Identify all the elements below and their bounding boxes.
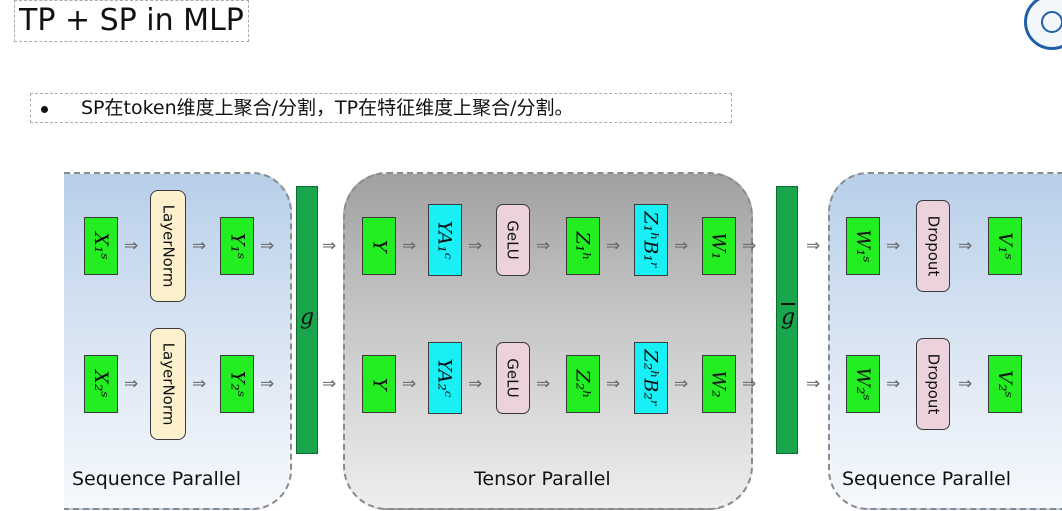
row2-ln-output-box: Y₂ˢ xyxy=(220,355,254,413)
arrow-icon: ⇒ xyxy=(606,236,621,256)
arrow-icon: ⇒ xyxy=(742,374,757,394)
arrow-icon: ⇒ xyxy=(674,374,689,394)
row1-ln-output-box: Y₁ˢ xyxy=(220,217,254,275)
tensor-parallel-region xyxy=(343,172,753,510)
row1-w-sp-box: W₁ˢ xyxy=(846,217,880,275)
row1-gelu-box: GeLU xyxy=(496,204,530,276)
arrow-icon: ⇒ xyxy=(124,374,139,394)
arrow-icon: ⇒ xyxy=(468,374,483,394)
arrow-icon: ⇒ xyxy=(958,236,973,256)
gbar-label: g xyxy=(781,305,796,330)
row1-output-box: V₁ˢ xyxy=(988,217,1022,275)
row2-linear2-box: Z₂ʰB₂ʳ xyxy=(634,342,668,414)
row2-output-box: V₂ˢ xyxy=(988,355,1022,413)
arrow-icon: ⇒ xyxy=(606,374,621,394)
arrow-icon: ⇒ xyxy=(322,236,337,256)
arrow-icon: ⇒ xyxy=(192,374,207,394)
row2-input-box: X₂ˢ xyxy=(84,355,118,413)
row1-layernorm-box: LayerNorm xyxy=(150,190,186,302)
row1-z-box: Z₁ʰ xyxy=(566,217,600,275)
g-communication-bar xyxy=(296,186,318,454)
arrow-icon: ⇒ xyxy=(124,236,139,256)
row2-w-box: W₂ xyxy=(702,355,736,413)
middle-region-label: Tensor Parallel xyxy=(474,468,611,490)
bullet-text: SP在token维度上聚合/分割，TP在特征维度上聚合/分割。 xyxy=(81,97,574,119)
arrow-icon: ⇒ xyxy=(260,374,275,394)
row2-y-box: Y xyxy=(362,355,396,413)
row1-w-box: W₁ xyxy=(702,217,736,275)
arrow-icon: ⇒ xyxy=(322,374,337,394)
row1-linear1-box: YA₁ᶜ xyxy=(428,204,462,276)
arrow-icon: ⇒ xyxy=(536,374,551,394)
row1-y-box: Y xyxy=(362,217,396,275)
arrow-icon: ⇒ xyxy=(742,236,757,256)
g-label: g xyxy=(300,305,315,330)
row1-input-box: X₁ˢ xyxy=(84,217,118,275)
gbar-communication-bar xyxy=(776,186,798,454)
right-region-label: Sequence Parallel xyxy=(842,468,1011,490)
row2-z-box: Z₂ʰ xyxy=(566,355,600,413)
row2-gelu-box: GeLU xyxy=(496,342,530,414)
arrow-icon: ⇒ xyxy=(402,236,417,256)
arrow-icon: ⇒ xyxy=(260,236,275,256)
bullet-item: SP在token维度上聚合/分割，TP在特征维度上聚合/分割。 xyxy=(30,93,732,123)
arrow-icon: ⇒ xyxy=(402,374,417,394)
row2-w-sp-box: W₂ˢ xyxy=(846,355,880,413)
arrow-icon: ⇒ xyxy=(806,236,821,256)
row2-dropout-box: Dropout xyxy=(916,338,950,430)
arrow-icon: ⇒ xyxy=(958,374,973,394)
arrow-icon: ⇒ xyxy=(468,236,483,256)
arrow-icon: ⇒ xyxy=(674,236,689,256)
left-region-label: Sequence Parallel xyxy=(72,468,241,490)
arrow-icon: ⇒ xyxy=(806,374,821,394)
slide-title: TP + SP in MLP xyxy=(14,0,249,42)
row1-dropout-box: Dropout xyxy=(916,200,950,292)
bullet-dot-icon xyxy=(41,106,48,113)
arrow-icon: ⇒ xyxy=(536,236,551,256)
arrow-icon: ⇒ xyxy=(886,374,901,394)
row1-linear2-box: Z₁ʰB₁ʳ xyxy=(634,204,668,276)
row2-linear1-box: YA₂ᶜ xyxy=(428,342,462,414)
row2-layernorm-box: LayerNorm xyxy=(150,328,186,440)
arrow-icon: ⇒ xyxy=(886,236,901,256)
university-logo xyxy=(1024,0,1062,50)
arrow-icon: ⇒ xyxy=(192,236,207,256)
